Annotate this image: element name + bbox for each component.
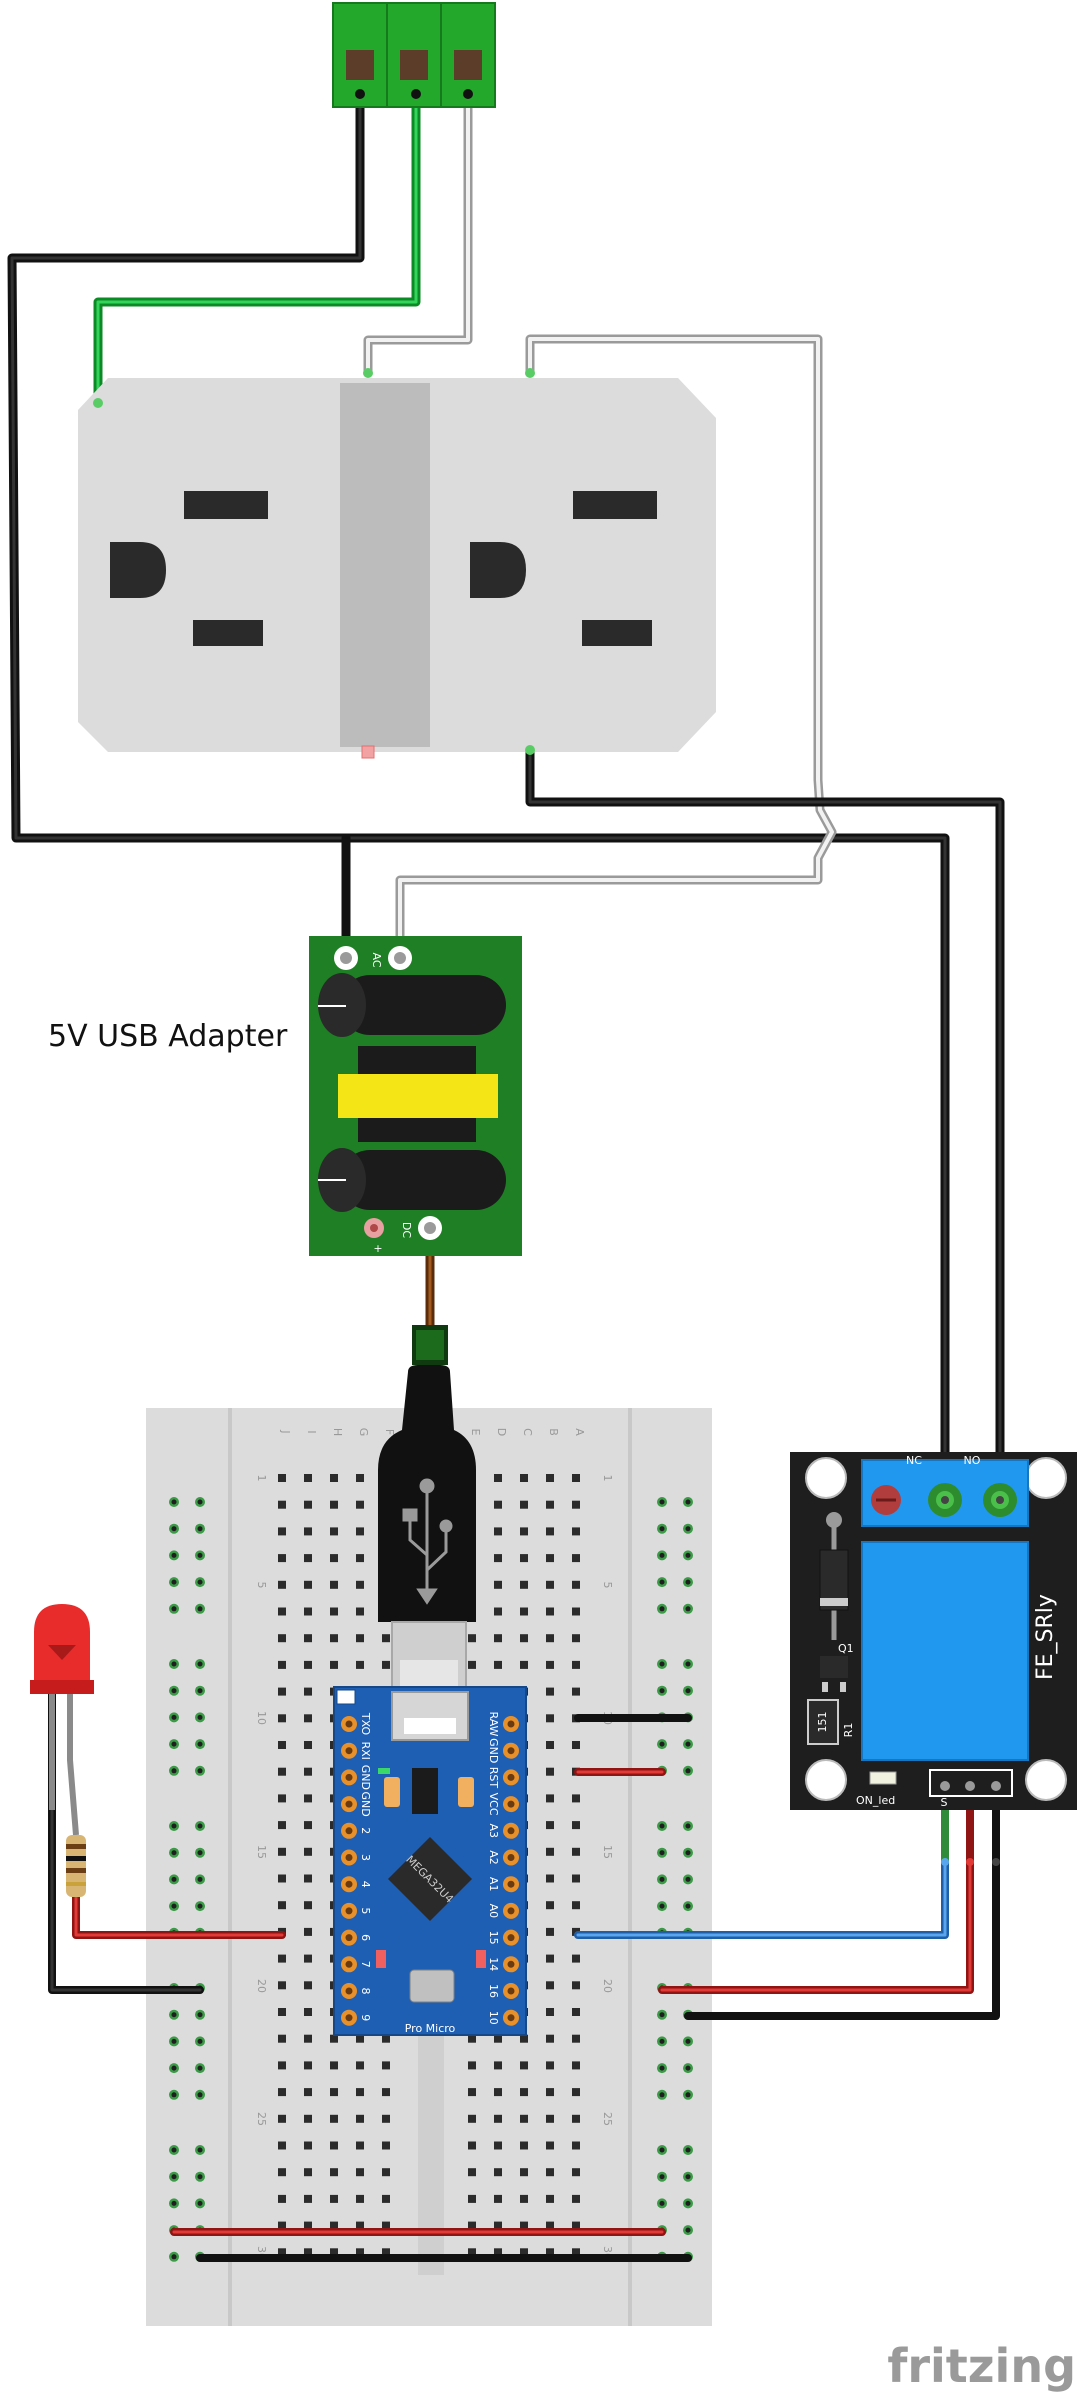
relay-on-led-label: ON_led (856, 1794, 895, 1807)
column-letter: A (573, 1428, 586, 1436)
pin-label: 6 (359, 1934, 372, 1941)
relay-name-label: FE_SRly (1033, 1594, 1058, 1680)
usb-icon (402, 1478, 453, 1605)
row-number: 25 (601, 2112, 614, 2126)
pin-label: 3 (359, 1854, 372, 1861)
column-letter: D (495, 1428, 508, 1436)
column-letter: B (547, 1428, 560, 1436)
usb-adapter-label: 5V USB Adapter (48, 1019, 288, 1054)
pin-label: 16 (487, 1984, 500, 1998)
pin-label: 5 (359, 1907, 372, 1914)
row-number: 15 (601, 1845, 614, 1859)
usb-plug (378, 1325, 476, 1733)
row-number: 10 (255, 1711, 268, 1725)
relay-nc-label: NC (906, 1454, 922, 1467)
row-number: 1 (255, 1475, 268, 1482)
row-number: 25 (255, 2112, 268, 2126)
pin-label: RST (487, 1767, 500, 1789)
pin-label: A2 (487, 1850, 500, 1865)
column-letter: H (331, 1428, 344, 1436)
mains-terminal-block (332, 2, 496, 108)
pin-label: 2 (359, 1827, 372, 1834)
pin-label: 10 (487, 2011, 500, 2025)
column-letter: J (279, 1429, 292, 1433)
row-number: 20 (255, 1979, 268, 1993)
relay-q1-label: Q1 (838, 1642, 854, 1655)
pin-label: 9 (359, 2014, 372, 2021)
row-number: 5 (601, 1582, 614, 1589)
relay-module: NC NO FE_SRly Q1 151 R1 ON_led S (790, 1452, 1077, 1810)
pin-label: 14 (487, 1957, 500, 1971)
pin-label: TXO (359, 1712, 372, 1736)
pin-label: GND (359, 1791, 372, 1816)
usb-adapter-board: AC DC + (309, 936, 522, 1256)
pin-label: A3 (487, 1824, 500, 1839)
column-letter: I (305, 1430, 318, 1433)
duplex-outlet (78, 368, 716, 759)
board-name-label: Pro Micro (405, 2022, 456, 2035)
pin-label: 15 (487, 1931, 500, 1945)
row-number: 5 (255, 1582, 268, 1589)
pin-label: GND (487, 1738, 500, 1763)
relay-s-label: S (941, 1796, 948, 1809)
pin-label: 4 (359, 1881, 372, 1888)
wire-endpoints (941, 1496, 1004, 1866)
adapter-ac-label: AC (370, 952, 383, 967)
pin-label: GND (359, 1765, 372, 1790)
pin-label: A1 (487, 1877, 500, 1892)
pin-label: 8 (359, 1988, 372, 1995)
fritzing-logo: fritzing (887, 2339, 1076, 2393)
column-letter: E (469, 1429, 482, 1436)
pin-label: A0 (487, 1904, 500, 1919)
pin-label: VCC (487, 1793, 500, 1816)
row-number: 20 (601, 1979, 614, 1993)
relay-no-label: NO (964, 1454, 981, 1467)
adapter-plus-label: + (373, 1242, 382, 1255)
column-letter: G (357, 1428, 370, 1437)
row-number: 1 (601, 1475, 614, 1482)
wire-black-relay-gnd (684, 1791, 1000, 2020)
wires (7, 87, 1005, 2262)
column-letter: C (521, 1428, 534, 1436)
relay-r1-code: 151 (816, 1712, 829, 1733)
row-number: 15 (255, 1845, 268, 1859)
relay-r1-label: R1 (842, 1723, 855, 1738)
pin-label: RAW (487, 1712, 500, 1737)
column-letter: F (383, 1429, 396, 1435)
pin-label: RXI (359, 1741, 372, 1759)
pin-label: 7 (359, 1961, 372, 1968)
resistor (66, 1835, 86, 1897)
adapter-dc-label: DC (400, 1222, 413, 1238)
led-red (30, 1604, 94, 1836)
wire-black-relay-no (525, 745, 1005, 1505)
